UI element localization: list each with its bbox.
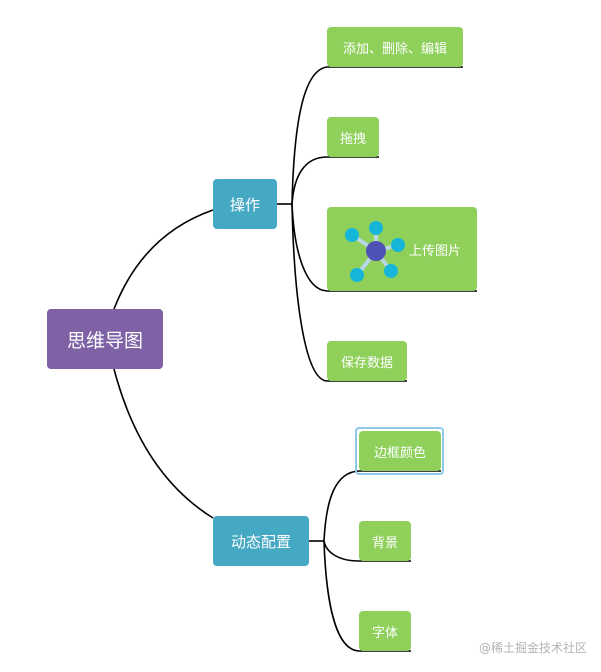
- leaf-node-drag[interactable]: 拖拽: [327, 117, 379, 157]
- leaf-node-font[interactable]: 字体: [359, 611, 411, 651]
- leaf-node-label: 字体: [371, 625, 398, 641]
- branch-node-operations[interactable]: 操作: [213, 179, 277, 229]
- connector-to-background: [323, 540, 411, 562]
- connector-to-drag: [291, 156, 379, 205]
- branch-node-dynamic-config[interactable]: 动态配置: [213, 516, 309, 566]
- leaf-node-save-data[interactable]: 保存数据: [327, 341, 407, 381]
- connector-root-to-operations: [113, 209, 214, 310]
- leaf-node-label: 保存数据: [340, 355, 393, 371]
- connector-to-save-data: [291, 203, 407, 382]
- leaf-node-add-delete-edit[interactable]: 添加、删除、编辑: [327, 27, 463, 67]
- leaf-node-label: 边框颜色: [373, 445, 426, 461]
- root-node[interactable]: 思维导图: [47, 309, 163, 369]
- leaf-node-label: 上传图片: [409, 243, 462, 259]
- watermark-text: @稀土掘金技术社区: [478, 641, 587, 655]
- leaf-node-label: 添加、删除、编辑: [342, 41, 447, 57]
- leaf-node-label: 背景: [371, 535, 398, 551]
- connector-root-to-dynamic-config: [113, 368, 214, 519]
- leaf-node-label: 拖拽: [339, 131, 366, 147]
- connector-to-font: [323, 540, 411, 652]
- network-graph-icon: [345, 221, 405, 282]
- leaf-node-upload-image[interactable]: 上传图片: [327, 207, 477, 291]
- leaf-node-background[interactable]: 背景: [359, 521, 411, 561]
- connector-to-add-delete-edit: [291, 66, 463, 205]
- root-node-label: 思维导图: [66, 329, 143, 352]
- leaf-node-border-color[interactable]: 边框颜色: [359, 431, 441, 471]
- selection-highlight: [355, 427, 444, 475]
- branch-node-label: 动态配置: [230, 532, 291, 551]
- branch-node-label: 操作: [229, 195, 260, 214]
